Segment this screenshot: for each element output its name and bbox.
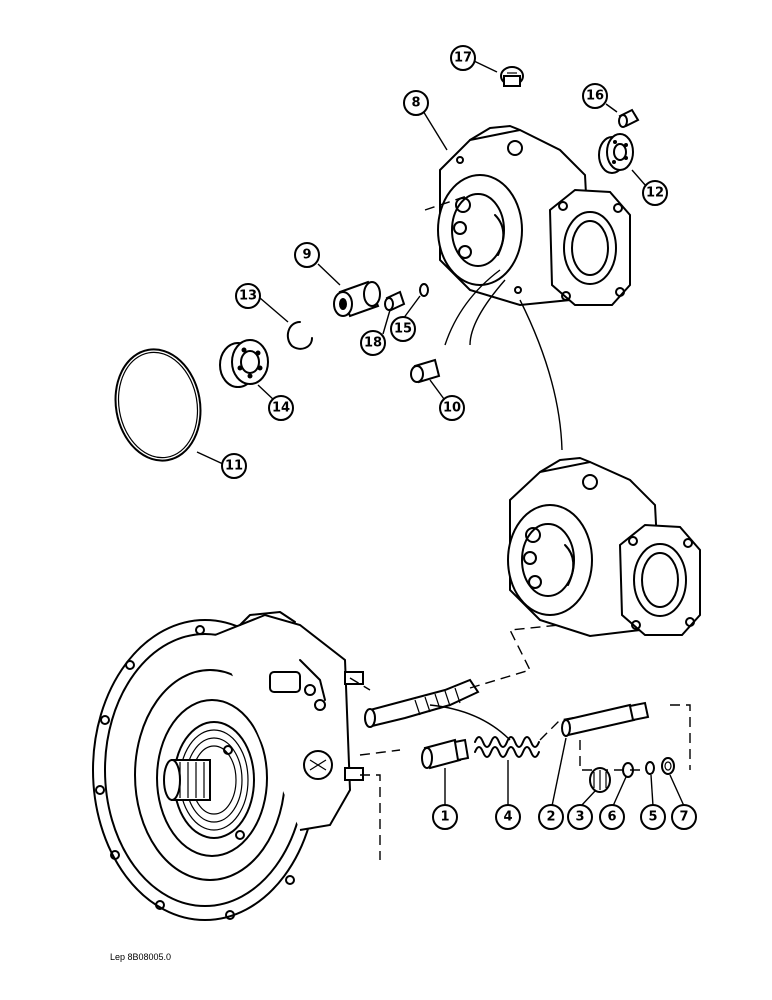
callout-1: 1: [432, 804, 458, 830]
part-17-plug: [500, 66, 524, 87]
svg-text:17: 17: [454, 51, 472, 66]
svg-text:13: 13: [239, 289, 257, 304]
part-12-bearing: [598, 133, 634, 174]
pump-body: [92, 611, 364, 921]
part-10-bolt: [410, 358, 441, 384]
callout-18: 18: [360, 330, 386, 356]
part-3-plug: [589, 767, 611, 793]
callout-17: 17: [450, 45, 476, 71]
part-11-large-oring: [114, 348, 202, 462]
svg-text:8: 8: [411, 96, 420, 111]
part-6-seal: [622, 762, 634, 778]
callout-3: 3: [567, 804, 593, 830]
callout-12: 12: [642, 180, 668, 206]
svg-text:1: 1: [440, 810, 449, 825]
svg-text:5: 5: [648, 810, 657, 825]
svg-text:4: 4: [503, 810, 512, 825]
part-4-spring: [474, 736, 540, 758]
part-13-snap-ring: [286, 321, 313, 350]
callout-11: 11: [221, 453, 247, 479]
svg-text:7: 7: [679, 810, 688, 825]
valve-housing-lower: [507, 457, 701, 638]
callout-15: 15: [390, 316, 416, 342]
svg-text:2: 2: [546, 810, 555, 825]
valve-housing-upper: [424, 125, 631, 307]
part-14-bearing: [219, 339, 269, 388]
svg-text:10: 10: [443, 401, 461, 416]
callout-2: 2: [538, 804, 564, 830]
callout-13: 13: [235, 283, 261, 309]
callout-6: 6: [599, 804, 625, 830]
part-1-piston: [421, 738, 470, 770]
callout-7: 7: [671, 804, 697, 830]
reference-code: Lep 8B08005.0: [110, 952, 171, 962]
svg-text:16: 16: [586, 89, 604, 104]
part-16-pin: [618, 108, 640, 128]
part-7-ring: [661, 757, 675, 775]
callout-4: 4: [495, 804, 521, 830]
callout-10: 10: [439, 395, 465, 421]
svg-text:18: 18: [364, 336, 382, 351]
svg-text:15: 15: [394, 322, 412, 337]
callout-16: 16: [582, 83, 608, 109]
part-15-oring: [419, 283, 429, 297]
part-5-oring: [645, 761, 655, 775]
svg-text:3: 3: [575, 810, 584, 825]
part-9-bushing: [333, 280, 381, 318]
callout-8: 8: [403, 90, 429, 116]
callout-14: 14: [268, 395, 294, 421]
part-18-plug: [384, 290, 406, 312]
part-2-pin: [561, 701, 650, 737]
svg-text:9: 9: [302, 248, 311, 263]
spool: [364, 678, 480, 728]
svg-text:11: 11: [225, 459, 243, 474]
svg-text:14: 14: [272, 401, 290, 416]
callout-9: 9: [294, 242, 320, 268]
callout-5: 5: [640, 804, 666, 830]
svg-text:6: 6: [607, 810, 616, 825]
svg-text:12: 12: [646, 186, 664, 201]
